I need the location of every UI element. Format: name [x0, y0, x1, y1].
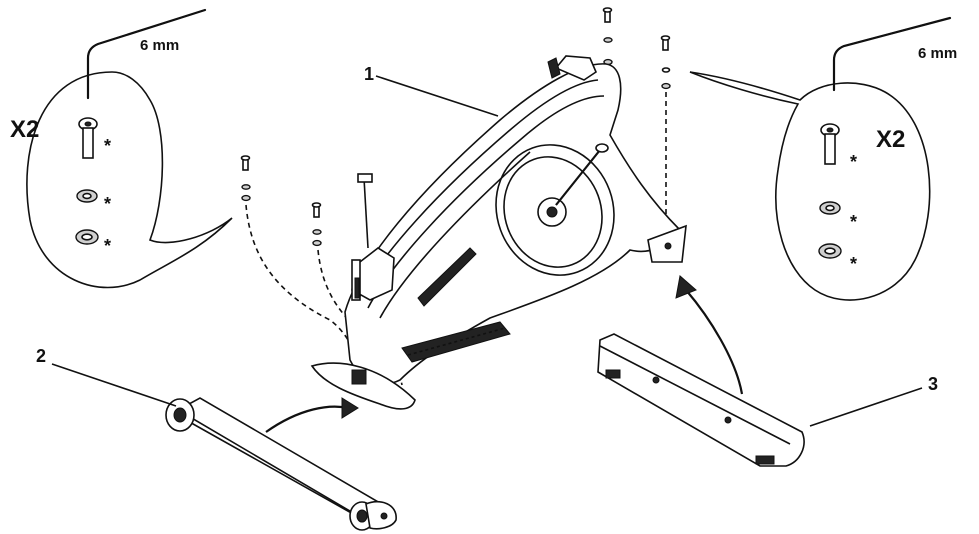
left-bolt-icon	[78, 117, 98, 159]
left-flat-washer-mark: *	[104, 236, 111, 256]
part-1-callout: 1	[364, 64, 499, 117]
hardware-stack-rear-left	[602, 7, 613, 66]
left-bolt-mark: *	[104, 136, 111, 156]
left-lock-washer-mark: *	[104, 194, 111, 214]
right-lock-washer-icon	[819, 201, 841, 215]
left-quantity-label: X2	[10, 116, 39, 143]
left-callout-bubble	[26, 71, 233, 289]
right-callout-bubble	[689, 71, 931, 301]
left-flat-washer-icon	[75, 229, 99, 245]
part-1-number: 1	[364, 64, 374, 84]
hardware-stack-front-right	[311, 202, 403, 386]
front-stabilizer-arrow	[265, 397, 359, 433]
left-callout: 6 mm X2 * * *	[10, 8, 233, 289]
part-3-number: 3	[928, 374, 938, 394]
right-bolt-icon	[820, 123, 840, 165]
part-2-callout: 2	[36, 346, 177, 407]
rear-stabilizer	[597, 333, 805, 467]
right-bolt-mark: *	[850, 152, 857, 172]
hardware-stack-front-left	[240, 155, 361, 381]
part-3-callout: 3	[809, 374, 938, 427]
left-lock-washer-icon	[76, 189, 98, 203]
left-tool-size-label: 6 mm	[140, 37, 179, 54]
right-tool-size-label: 6 mm	[918, 45, 957, 62]
bike-frame	[310, 55, 687, 410]
rear-stabilizer-arrow	[675, 275, 744, 395]
part-2-number: 2	[36, 346, 46, 366]
right-callout: 6 mm X2 * * *	[689, 16, 957, 301]
right-quantity-label: X2	[876, 126, 905, 153]
right-flat-washer-icon	[818, 243, 842, 259]
hardware-stack-rear-right	[660, 35, 671, 230]
right-lock-washer-mark: *	[850, 212, 857, 232]
right-flat-washer-mark: *	[850, 254, 857, 274]
front-stabilizer	[165, 397, 397, 531]
